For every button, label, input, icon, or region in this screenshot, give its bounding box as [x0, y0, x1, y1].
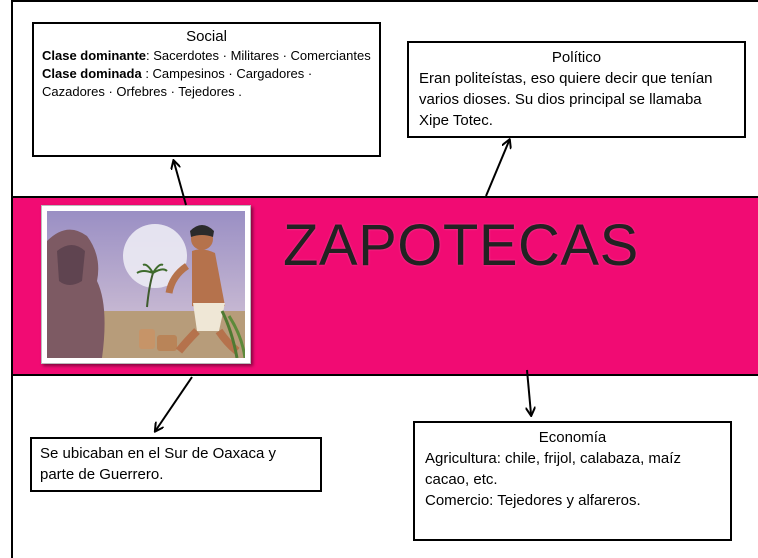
arrow-to-social — [174, 162, 187, 206]
politico-text: Eran politeístas, eso quiere decir que t… — [419, 70, 713, 129]
ubicacion-text: Se ubicaban en el Sur de Oaxaca y parte … — [40, 445, 276, 483]
social-dominada: Clase dominada : Campesinos · Cargadores… — [42, 65, 371, 101]
social-dominada-text: : Campesinos · Cargadores · Cazadores · … — [42, 66, 313, 99]
social-dominada-label: Clase dominada — [42, 66, 142, 81]
economia-heading: Economía — [538, 429, 607, 446]
social-dominante: Clase dominante: Sacerdotes · Militares … — [42, 47, 371, 65]
arrow-to-politico — [485, 141, 509, 197]
arrow-to-economia — [527, 369, 531, 414]
ubicacion-box: Se ubicaban en el Sur de Oaxaca y parte … — [30, 437, 322, 492]
social-heading: Social — [186, 28, 227, 45]
social-box: Social Clase dominante: Sacerdotes · Mil… — [32, 22, 381, 157]
page-border-left — [11, 0, 13, 558]
zapotec-illustration — [41, 205, 251, 364]
page-title: ZAPOTECAS — [283, 213, 639, 278]
zapotec-illustration-art — [47, 211, 245, 358]
page-border-top — [11, 0, 758, 2]
social-dominante-label: Clase dominante — [42, 48, 147, 63]
social-dominante-text: : Sacerdotes · Militares · Comerciantes — [146, 48, 371, 63]
politico-heading: Político — [551, 49, 602, 66]
economia-agricultura: Agricultura: chile, frijol, calabaza, ma… — [425, 450, 681, 488]
economia-box: Economía Agricultura: chile, frijol, cal… — [413, 421, 732, 541]
economia-comercio: Comercio: Tejedores y alfareros. — [425, 492, 641, 509]
arrow-to-ubicacion — [156, 376, 193, 430]
politico-box: Político Eran politeístas, eso quiere de… — [407, 41, 746, 138]
